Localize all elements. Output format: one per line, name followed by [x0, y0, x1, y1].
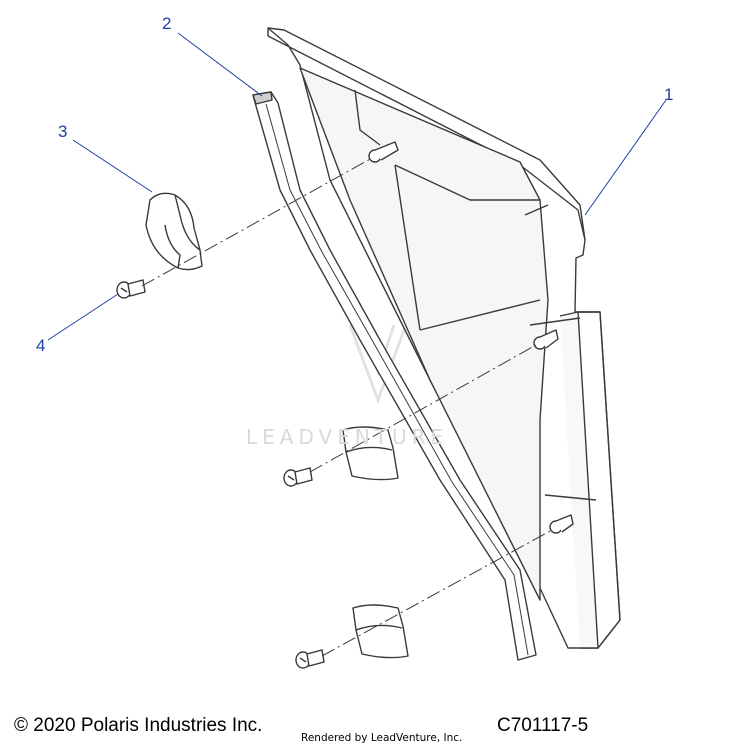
- door-panel: [267, 27, 621, 649]
- rendered-by-text: Rendered by LeadVenture, Inc.: [301, 732, 463, 744]
- copyright-text: © 2020 Polaris Industries Inc.: [14, 715, 263, 736]
- callout-4: 4: [36, 336, 46, 355]
- leader-lines: [47, 32, 667, 341]
- screw-top: [116, 279, 146, 299]
- callout-2: 2: [162, 14, 172, 33]
- screw-middle: [283, 467, 313, 487]
- clamp-bottom: [352, 604, 409, 659]
- assembly-axis-lines: [141, 157, 553, 657]
- seal-strip: [252, 91, 537, 661]
- watermark-text: LEADVENTURE: [246, 425, 449, 449]
- clamp-middle: [342, 426, 399, 481]
- callout-3: 3: [58, 122, 68, 141]
- clamp-top: [145, 192, 203, 271]
- callout-1: 1: [664, 85, 674, 104]
- diagram-code: C701117-5: [497, 715, 589, 736]
- screw-bottom: [295, 649, 325, 669]
